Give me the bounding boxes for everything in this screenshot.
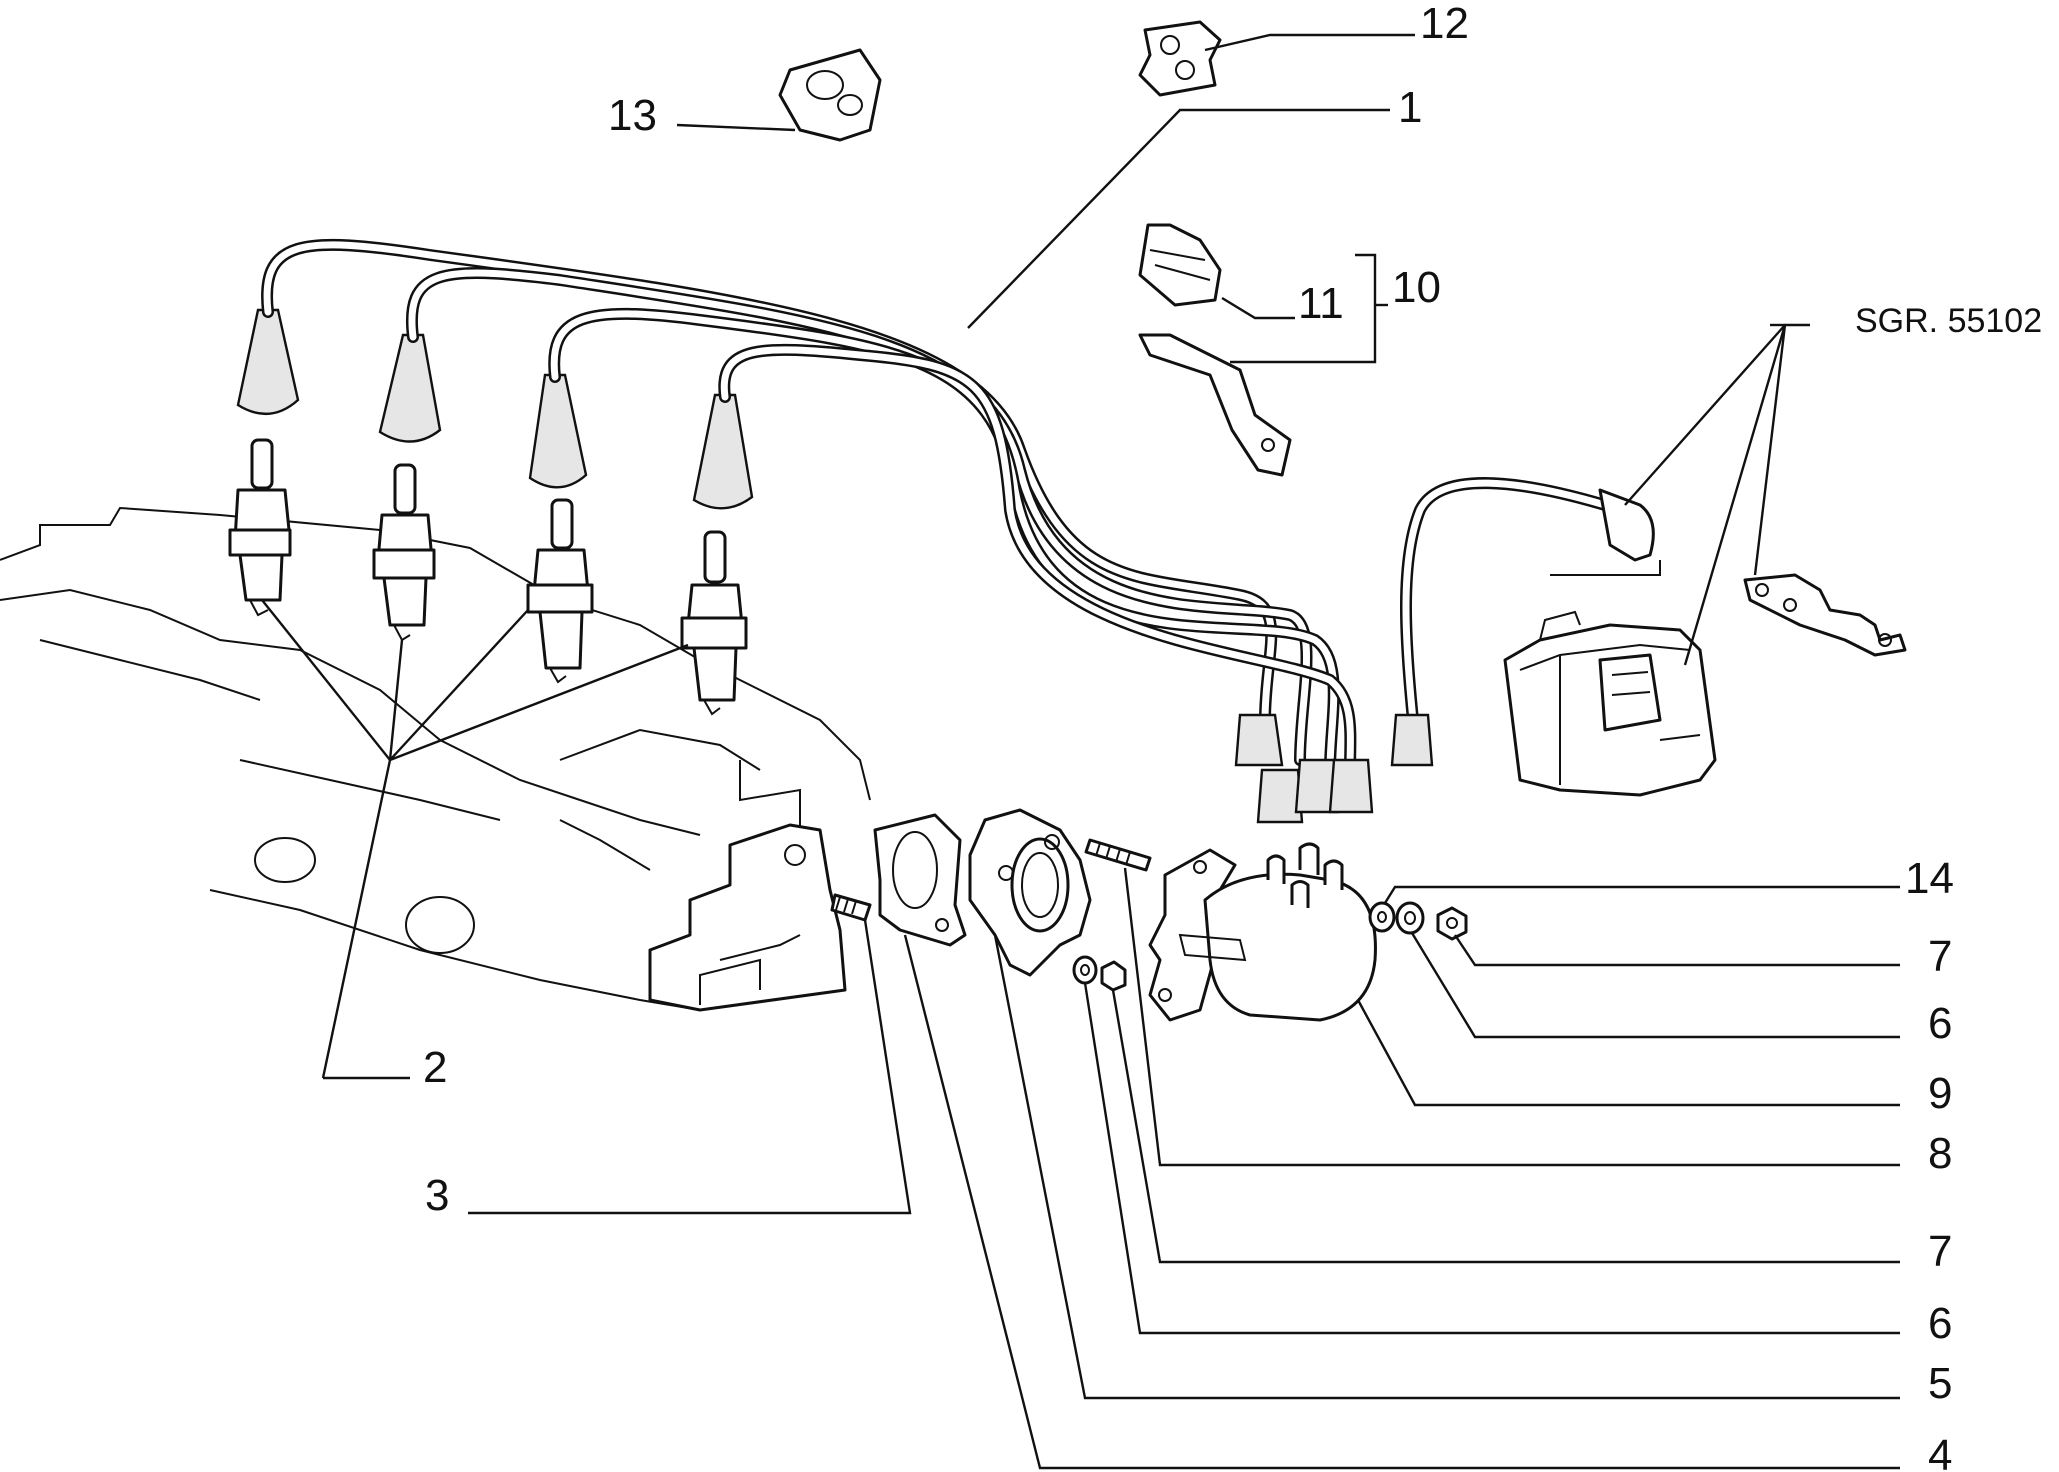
engine-block [0, 506, 872, 1012]
plug-boot [528, 373, 588, 489]
cable-clip-13 [778, 48, 882, 142]
callout-7: 7 [1928, 1227, 1952, 1276]
callout-5: 5 [1928, 1359, 1952, 1408]
plug-boot [378, 333, 442, 443]
callout-4: 4 [1928, 1431, 1952, 1472]
cable-clip-11 [1138, 223, 1222, 307]
distributor-assembly [873, 808, 1468, 1022]
spark-plug [372, 463, 436, 642]
callout-9: 9 [1928, 1069, 1952, 1118]
cable-boot [1328, 758, 1374, 814]
callout-2: 2 [423, 1043, 447, 1092]
cable-boot [1234, 713, 1284, 767]
callout-11: 11 [1298, 279, 1344, 328]
spark-plug [526, 498, 594, 684]
callout-labels: 1 2 3 4 5 6 6 7 7 8 9 10 11 12 13 14 SGR… [423, 0, 2042, 1472]
plug-boot [236, 308, 300, 416]
bracket-10 [1138, 333, 1292, 477]
callout-7: 7 [1928, 932, 1952, 981]
gasket [873, 813, 967, 947]
callout-6: 6 [1928, 999, 1952, 1048]
spark-plug-set [228, 308, 754, 716]
callout-8: 8 [1928, 1129, 1952, 1178]
callout-12: 12 [1420, 0, 1469, 48]
ignition-coil-group [1390, 477, 1907, 797]
callout-3: 3 [425, 1171, 449, 1220]
cable-clip-12 [1138, 20, 1222, 97]
plug-boot [692, 393, 754, 510]
spark-plug [680, 530, 748, 716]
cable-boot [1256, 768, 1304, 824]
ignition-cables [261, 238, 1374, 824]
spark-plug [228, 438, 292, 617]
leader-lines [261, 33, 1900, 1470]
group-reference: SGR. 55102 [1855, 302, 2042, 340]
callout-10: 10 [1392, 263, 1441, 312]
callout-13: 13 [608, 91, 657, 140]
callout-1: 1 [1398, 83, 1422, 132]
callout-6: 6 [1928, 1299, 1952, 1348]
callout-14: 14 [1905, 854, 1954, 903]
